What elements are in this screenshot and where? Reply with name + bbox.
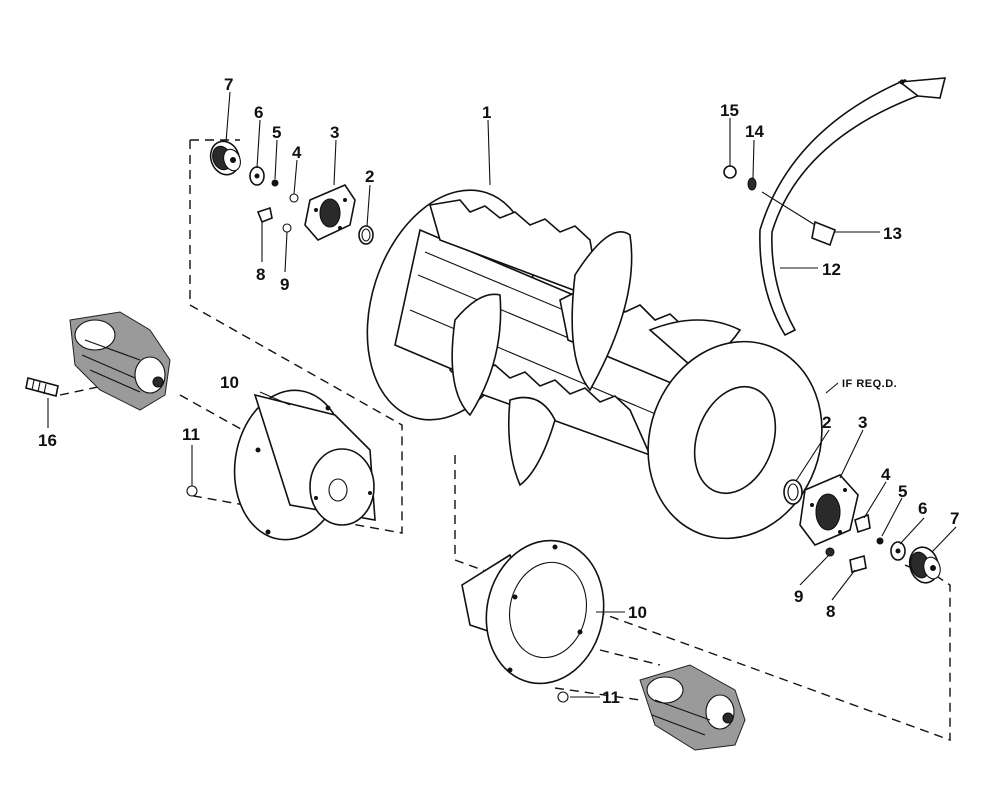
label-3-left: 3 [330,123,339,142]
washer-14 [747,177,757,191]
motor-housing-10-left [233,389,376,541]
label-2-right: 2 [822,413,831,432]
nut-11-right [557,691,569,703]
right-group-outline [454,455,951,741]
label-8-right: 8 [826,602,835,621]
hydraulic-motor-right [639,664,746,751]
motor-housing-10-right [461,539,605,685]
label-5-left: 5 [272,123,281,142]
washer-6-right [890,541,906,561]
label-4-left: 4 [292,143,302,162]
oring-2-right [783,479,803,505]
label-14: 14 [745,122,764,141]
label-2-left: 2 [365,167,374,186]
washer-4-left [289,193,299,203]
label-7-left: 7 [224,75,233,94]
label-10-left: 10 [220,373,239,392]
washer-6-left [249,166,265,186]
sprocket-7-left [209,140,241,176]
bolt-4-right [854,513,871,534]
label-6-right: 6 [918,499,927,518]
auger-drum-1 [366,189,823,540]
bolt-8-left [256,206,273,224]
label-1: 1 [482,103,491,122]
label-15: 15 [720,101,739,120]
label-9-right: 9 [794,587,803,606]
nut-5-left [271,179,279,187]
label-16: 16 [38,431,57,450]
label-9-left: 9 [280,275,289,294]
label-3-right: 3 [858,413,867,432]
label-13: 13 [883,224,902,243]
label-12: 12 [822,260,841,279]
label-11-left: 11 [182,425,200,444]
label-6-left: 6 [254,103,263,122]
oring-2-left [358,225,374,245]
label-11-right: 11 [602,688,620,707]
bolt-16 [25,377,59,397]
nut-5-right [876,537,884,545]
nut-11-left [186,485,198,497]
bolt-8-right [849,554,867,574]
washer-9-right [825,547,835,557]
part-labels: 1 7 6 5 4 3 2 8 9 10 11 16 15 14 13 12 I… [38,75,959,707]
label-10-right: 10 [628,603,647,622]
nut-15 [723,165,737,179]
label-7-right: 7 [950,509,959,528]
scraper-strip-12 [759,77,947,337]
flange-plate-3-right [799,474,859,546]
bolt-13 [761,191,836,247]
note-if-required: IF REQ.D. [842,378,897,390]
washer-9-left [282,223,292,233]
leader-lines [47,91,957,698]
flange-plate-3-left [304,184,356,241]
label-5-right: 5 [898,482,907,501]
hydraulic-motor-left [69,311,171,411]
label-4-right: 4 [881,465,891,484]
sprocket-7-right [908,546,941,584]
label-8-left: 8 [256,265,265,284]
